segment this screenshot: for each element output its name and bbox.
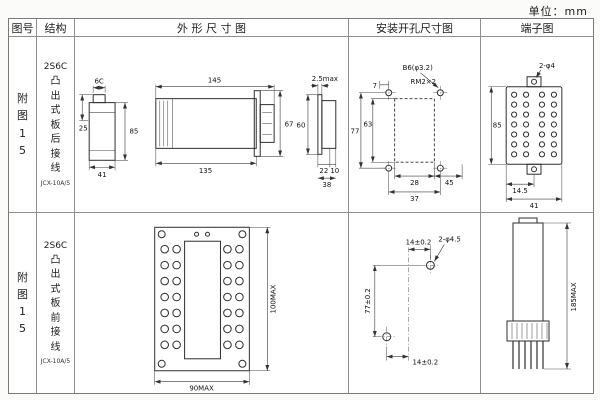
model-sub-label: JCX-10A/5	[40, 179, 71, 187]
terminal-cell-front: 185MAX	[481, 213, 593, 393]
header-outline: 外 形 尺 寸 图	[75, 19, 349, 37]
dim-offset-top: 14±0.2	[406, 238, 432, 246]
figure-number-label: 附 图 1 5	[17, 92, 28, 157]
mounting-cell-rear: B6(φ3.2) RM2×2 7 77 63 28	[349, 37, 481, 213]
front-view	[88, 94, 116, 161]
dim-terminal-width: 41	[530, 202, 539, 210]
dim-ear-offset: 14.5	[512, 187, 527, 195]
plug-side-view	[506, 217, 550, 369]
dim-end-width: 38	[322, 181, 331, 189]
terminal-cell-rear: 2-φ4 85 14.5 41	[481, 37, 593, 213]
outline-drawing-rear: 6C 25 85 41	[79, 75, 339, 189]
dim-hole-vertical: 77±0.2	[364, 288, 372, 314]
hole-spec-label: 2-φ4.5	[438, 235, 461, 243]
front-wiring-view	[154, 226, 250, 372]
figure-number-cell-rear: 附 图 1 5	[9, 37, 37, 213]
header-terminal: 端子图	[481, 19, 593, 37]
unit-label: 单位：mm	[528, 5, 588, 18]
dim-offset-bottom: 14±0.2	[413, 359, 439, 367]
dim-panel-gap: 2.5max	[312, 75, 338, 83]
dim-overall-width: 90MAX	[189, 385, 214, 393]
dim-terminal-height: 85	[493, 121, 502, 129]
dim-hole-horizontal: 37	[410, 195, 419, 203]
dim-overall-height: 185MAX	[570, 282, 578, 311]
figure-number-cell-front: 附 图 1 5	[9, 213, 37, 393]
dim-step-width: 6C	[95, 78, 104, 86]
mounting-holes	[381, 85, 448, 176]
dim-step-height: 25	[79, 124, 88, 132]
model-label: 2S6C	[43, 62, 68, 73]
thread-spec-label: RM2×2	[411, 78, 436, 86]
header-mounting: 安装开孔尺寸图	[349, 19, 481, 37]
dim-body-length: 135	[199, 167, 212, 175]
structure-cell-rear: 2S6C 凸 出 式 板 后 接 线 JCX-10A/5	[37, 37, 75, 213]
terminal-screws	[160, 244, 244, 350]
mounting-cell-front: 14±0.2 2-φ4.5 77±0.2 14±0.2	[349, 213, 481, 393]
dim-total-length: 145	[208, 77, 221, 85]
dim-offset-top: 7	[373, 82, 377, 90]
outline-cell-rear: 6C 25 85 41	[75, 37, 349, 213]
header-fig-no: 图号	[9, 19, 37, 37]
outline-drawing-front: 100MAX 90MAX	[154, 226, 277, 393]
dim-front-width: 41	[98, 171, 107, 179]
structure-cell-front: 2S6C 凸 出 式 板 前 接 线 JCX-10A/5	[37, 213, 75, 393]
mounting-drawing-rear: B6(φ3.2) RM2×2 7 77 63 28	[351, 64, 463, 203]
model-label: 2S6C	[43, 240, 68, 251]
dim-hole-vertical: 77	[351, 127, 360, 135]
dim-end-height: 60	[297, 121, 306, 129]
panel-cutout	[394, 98, 435, 163]
header-structure: 结构	[37, 19, 75, 37]
drilling-plan	[376, 247, 441, 361]
end-view	[317, 94, 337, 155]
dim-cutout-width: 28	[410, 179, 419, 187]
outline-cell-front: 100MAX 90MAX	[75, 213, 349, 393]
terminal-contacts	[511, 91, 557, 158]
dim-cutout-height: 63	[363, 120, 372, 128]
terminal-hole-spec: 2-φ4	[539, 62, 556, 70]
model-sub-label: JCX-10A/5	[40, 358, 71, 366]
dim-flange-height: 67	[285, 120, 294, 128]
terminal-block	[505, 76, 563, 175]
dim-overall-height: 100MAX	[269, 284, 277, 313]
structure-desc-label: 凸 出 式 板 后 接 线	[50, 76, 61, 175]
terminal-drawing-rear: 2-φ4 85 14.5 41	[488, 62, 563, 210]
structure-desc-label: 凸 出 式 板 前 接 线	[50, 254, 61, 353]
dim-end-w1: 22	[319, 167, 328, 175]
figure-number-label: 附 图 1 5	[17, 270, 28, 336]
side-view	[155, 90, 275, 157]
dim-front-height: 85	[130, 127, 139, 135]
dim-edge-width: 45	[445, 179, 454, 187]
drawing-table: 图号 结构 外 形 尺 寸 图 安装开孔尺寸图 端子图 附 图 1 5 2S6C…	[8, 18, 594, 394]
hole-spec-label: B6(φ3.2)	[403, 64, 433, 72]
dim-end-w2: 10	[330, 167, 339, 175]
mounting-drawing-front: 14±0.2 2-φ4.5 77±0.2 14±0.2	[364, 235, 461, 367]
terminal-drawing-front: 185MAX	[506, 217, 578, 370]
